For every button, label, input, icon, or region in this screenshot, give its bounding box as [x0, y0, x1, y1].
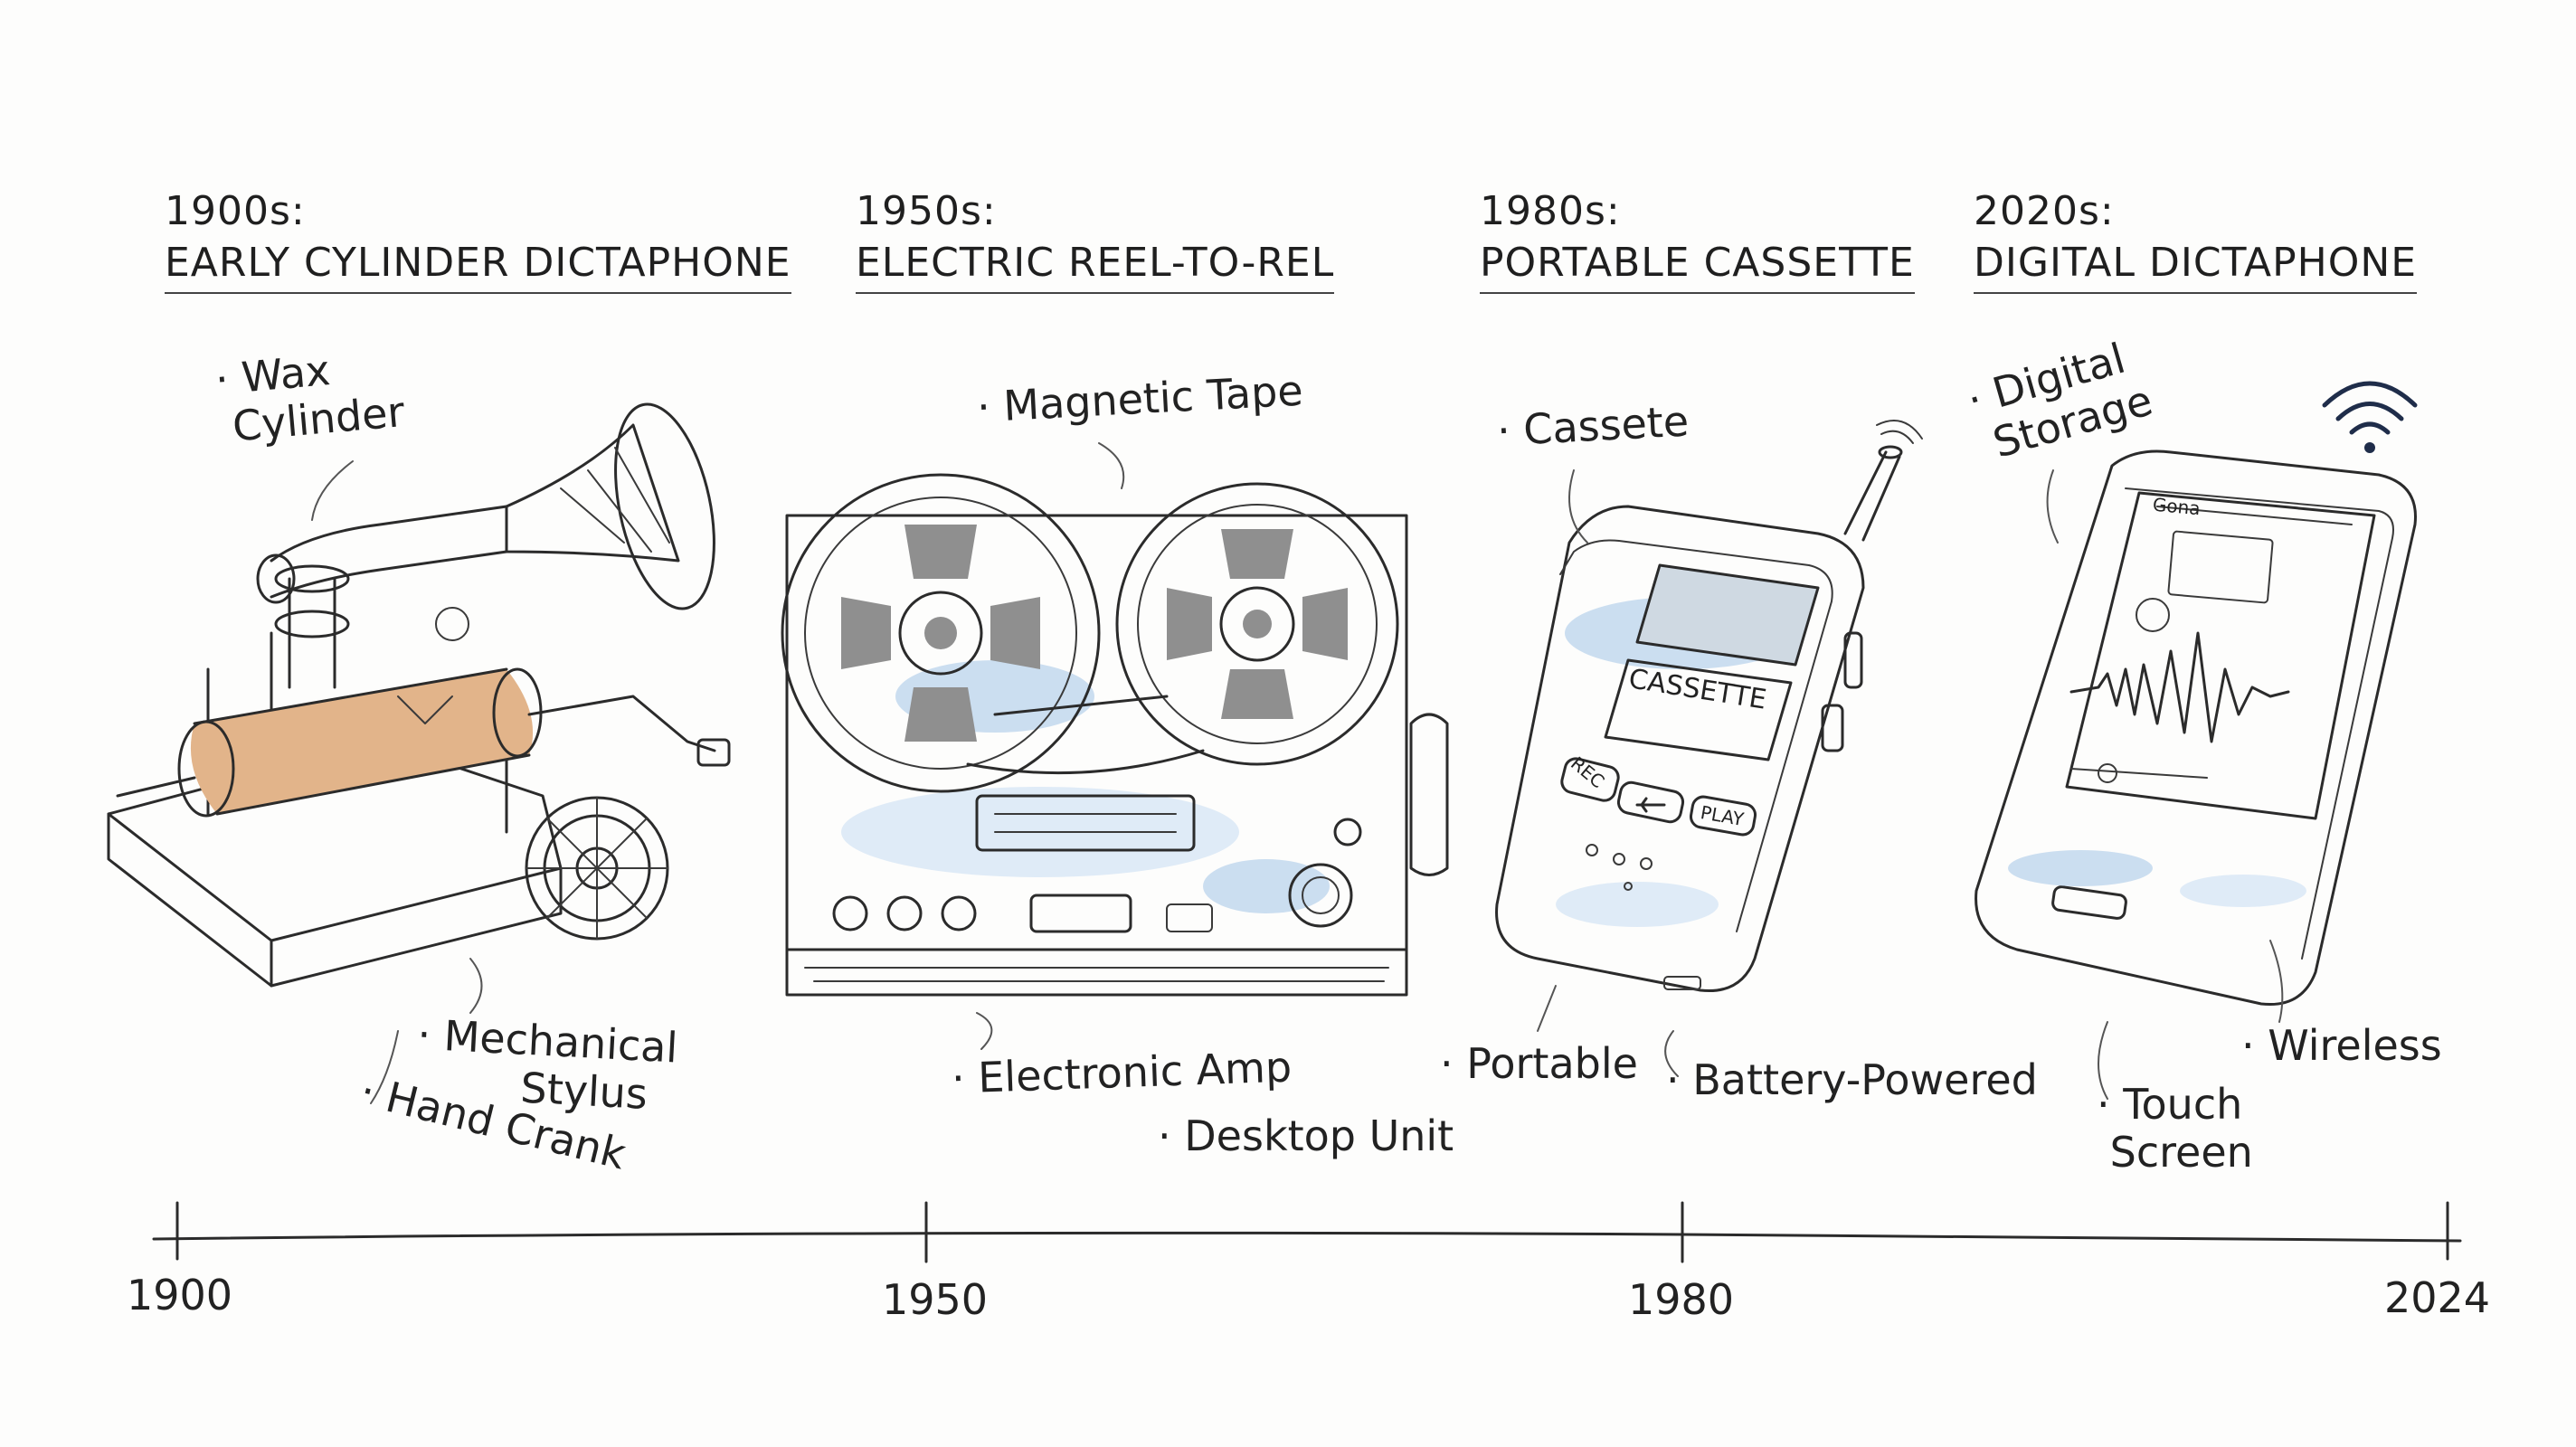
label-portable: Portable [1440, 1040, 1638, 1088]
reel-to-reel-illustration [781, 473, 1449, 997]
timeline-label-1950: 1950 [882, 1275, 989, 1324]
timeline-line [152, 1231, 2462, 1243]
era-heading-1980s: 1980s: PORTABLE CASSETTE [1480, 185, 1915, 295]
era-device-name: PORTABLE CASSETTE [1480, 237, 1915, 295]
label-desktop-unit: Desktop Unit [1158, 1112, 1454, 1160]
era-label: 1950s: [856, 188, 997, 234]
timeline-axis [152, 1201, 2462, 1263]
phone-status-text: Gona [2152, 493, 2202, 520]
era-device-name: EARLY CYLINDER DICTAPHONE [165, 237, 791, 295]
cylinder-dictaphone-illustration [107, 402, 731, 988]
digital-dictaphone-illustration [1975, 381, 2418, 1007]
timeline-label-1980: 1980 [1628, 1275, 1735, 1324]
wireless-signal-icon [2322, 381, 2418, 453]
label-battery-powered: Battery-Powered [1666, 1056, 2038, 1104]
era-device-name: ELECTRIC REEL-TO-REL [856, 237, 1335, 295]
era-device-name: DIGITAL DICTAPHONE [1974, 237, 2418, 295]
timeline-label-2024: 2024 [2384, 1273, 2491, 1322]
cassette-recorder-illustration [1495, 420, 1923, 993]
label-wireless: Wireless [2241, 1022, 2441, 1070]
era-label: 2020s: [1974, 188, 2115, 234]
era-heading-1950s: 1950s: ELECTRIC REEL-TO-REL [856, 185, 1335, 295]
label-cassete: Cassete [1496, 396, 1690, 455]
label-touch-screen: Touch Screen [2097, 1081, 2253, 1177]
era-heading-2020s: 2020s: DIGITAL DICTAPHONE [1974, 185, 2418, 295]
timeline-label-1900: 1900 [127, 1271, 233, 1319]
label-leader-lines [311, 442, 2284, 1104]
label-wax-cylinder: Wax Cylinder [213, 340, 406, 451]
era-heading-1900s: 1900s: EARLY CYLINDER DICTAPHONE [165, 185, 791, 295]
era-label: 1900s: [165, 188, 306, 234]
era-label: 1980s: [1480, 188, 1621, 234]
